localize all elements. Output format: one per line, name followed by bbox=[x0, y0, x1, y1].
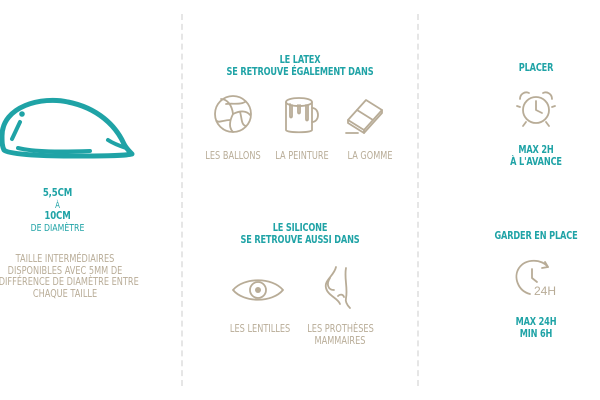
latex-item-caption: La gomme bbox=[332, 150, 408, 163]
size-min: 5,5cm bbox=[42, 186, 73, 199]
silicone-heading: Le silicone se retrouve aussi dans bbox=[200, 222, 400, 246]
keep-heading: Garder en place bbox=[456, 230, 600, 242]
place-heading: Placer bbox=[456, 62, 600, 74]
eraser-icon bbox=[345, 99, 383, 134]
keep-info-line: Max 24h bbox=[515, 316, 557, 328]
eye-icon bbox=[232, 279, 284, 301]
place-info: Max 2h à l'avance bbox=[456, 144, 600, 168]
size-note-line: chaque taille bbox=[32, 287, 98, 300]
volleyball-icon bbox=[214, 95, 252, 133]
column-divider-left bbox=[181, 14, 183, 386]
latex-heading-line: Le latex bbox=[279, 54, 321, 66]
size-suffix: de diamètre bbox=[30, 223, 85, 234]
breast-implant-silhouette-icon bbox=[0, 97, 135, 159]
prostheses-label-line: mammaires bbox=[314, 334, 366, 347]
silicone-heading-line: se retrouve aussi dans bbox=[240, 233, 360, 246]
alarm-clock-icon bbox=[516, 91, 556, 127]
clock-24h-icon: 24H bbox=[515, 259, 556, 298]
eraser-label: La gomme bbox=[347, 150, 393, 162]
keep-heading-text: Garder en place bbox=[494, 230, 578, 242]
size-connector: à bbox=[55, 201, 60, 211]
size-note-line: différence de diamètre entre bbox=[0, 276, 139, 289]
latex-item-caption: La peinture bbox=[264, 150, 340, 163]
place-info-line: à l'avance bbox=[510, 156, 562, 168]
paint-bucket-icon bbox=[285, 97, 319, 134]
silicone-heading-line: Le silicone bbox=[272, 222, 328, 234]
lenses-label: Les lentilles bbox=[229, 323, 291, 335]
size-note: Taille intermédiaires disponibles avec 5… bbox=[0, 253, 150, 300]
prostheses-label-line: Les prothèses bbox=[307, 323, 374, 335]
paint-label: La peinture bbox=[275, 150, 329, 162]
latex-item-caption: Les ballons bbox=[195, 150, 271, 163]
left-column: 5,5cm à 10cm de diamètre Taille interméd… bbox=[0, 0, 140, 400]
place-info-line: Max 2h bbox=[518, 144, 554, 156]
latex-heading: Le latex se retrouve également dans bbox=[200, 54, 400, 78]
silicone-item-caption: Les prothèses mammaires bbox=[298, 323, 382, 347]
size-note-line: disponibles avec 5mm de bbox=[7, 264, 123, 277]
keep-info-line: Min 6h bbox=[519, 328, 553, 340]
keep-info: Max 24h Min 6h bbox=[456, 316, 600, 340]
clock-24h-label: 24H bbox=[534, 284, 556, 298]
balloons-label: Les ballons bbox=[205, 150, 261, 162]
breast-profile-icon bbox=[324, 266, 351, 309]
size-note-line: Taille intermédiaires bbox=[15, 253, 115, 265]
silicone-item-caption: Les lentilles bbox=[222, 323, 294, 336]
column-divider-right bbox=[417, 14, 419, 386]
place-heading-text: Placer bbox=[518, 62, 554, 74]
size-max: 10cm bbox=[44, 209, 71, 222]
latex-heading-line: se retrouve également dans bbox=[226, 65, 374, 78]
